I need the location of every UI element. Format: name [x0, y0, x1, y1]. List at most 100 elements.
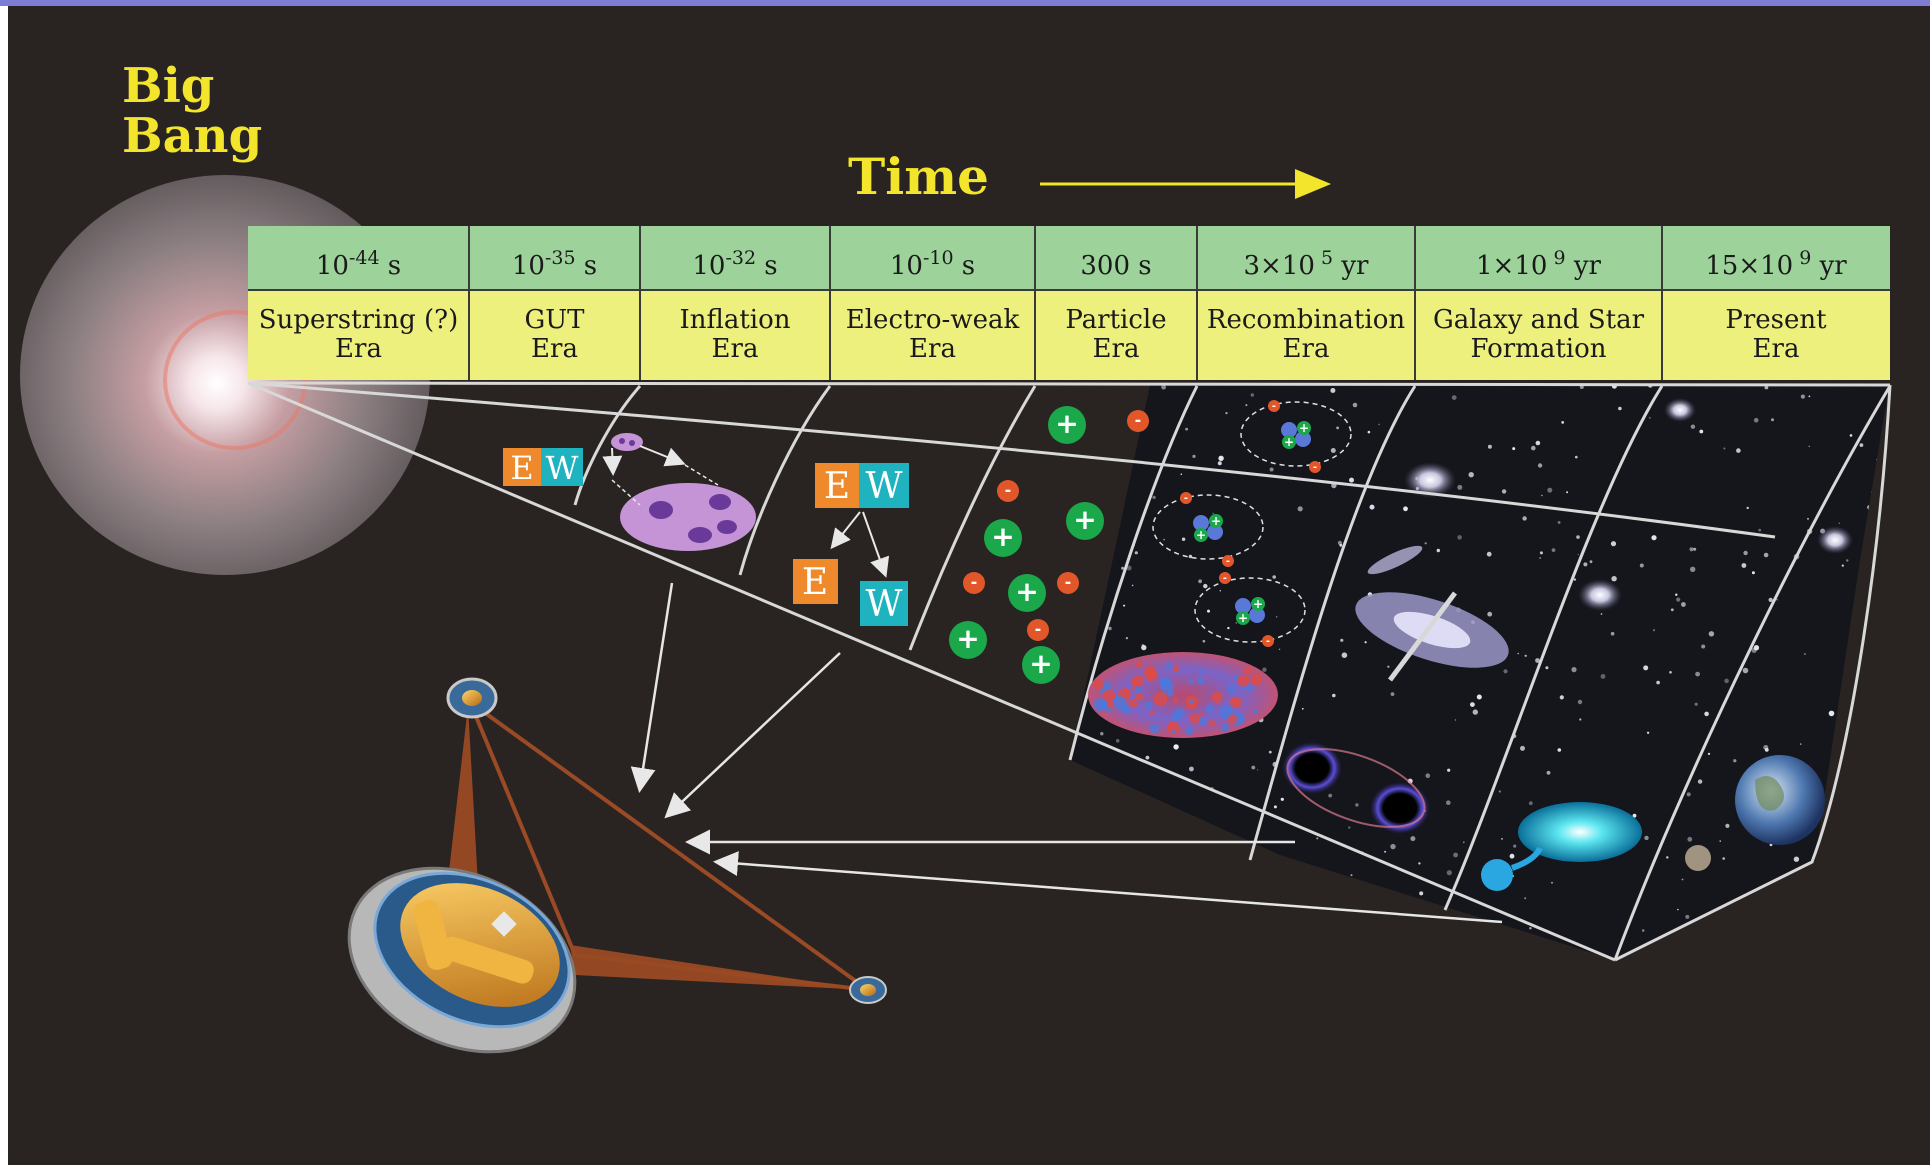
star [1577, 699, 1583, 705]
star [1161, 385, 1166, 390]
star [1546, 770, 1551, 775]
star [1846, 559, 1849, 562]
plus-sign: + [1211, 514, 1221, 528]
cone-top-edge [247, 381, 1891, 387]
star [1651, 535, 1657, 541]
star [1457, 484, 1463, 490]
star [1704, 711, 1709, 717]
era-time-unit: s [576, 251, 598, 281]
star [1575, 455, 1578, 459]
star [1173, 744, 1179, 750]
star [1441, 937, 1443, 939]
era-time-base: 10 [890, 251, 923, 281]
star [1503, 669, 1508, 674]
moon [1685, 845, 1711, 871]
era-time-base: 15×10 [1705, 251, 1793, 281]
star [1541, 494, 1543, 497]
cmb-spot [1130, 679, 1136, 685]
era-time-exponent: 9 [1547, 247, 1565, 269]
star [1189, 766, 1194, 772]
inflation-arrow [602, 447, 623, 476]
star [1699, 429, 1704, 434]
star [1364, 641, 1367, 644]
cmb-spot [1184, 726, 1194, 735]
star [1070, 403, 1073, 406]
inflation-guide [684, 464, 719, 486]
minus-sign: - [1226, 556, 1230, 567]
star [1273, 805, 1277, 809]
star [1387, 665, 1390, 668]
star [1202, 932, 1205, 935]
star [1861, 935, 1866, 940]
star [1861, 783, 1865, 787]
electron: - [1127, 410, 1149, 432]
star [1722, 857, 1725, 860]
star [1882, 820, 1886, 824]
era-time: 10-32 s [692, 247, 777, 281]
small-galaxy [1367, 545, 1423, 575]
proton: + [1048, 406, 1086, 444]
star [1557, 521, 1561, 524]
star [1454, 719, 1456, 721]
era-name-line1: GUT [524, 305, 585, 335]
star [1199, 900, 1202, 903]
minus-sign: - [1135, 411, 1142, 430]
era-name-line2: Era [335, 334, 382, 364]
orbital-electron: - [1262, 635, 1274, 647]
star [1509, 853, 1515, 859]
e-force-label: E [510, 449, 533, 487]
blob-spot [649, 501, 673, 519]
era-time-base: 10 [692, 251, 725, 281]
minus-sign: - [1223, 573, 1227, 584]
atom-nucleus: ++ [1281, 421, 1311, 449]
star [1217, 461, 1222, 466]
minus-sign: - [1035, 620, 1042, 639]
star [1610, 541, 1617, 547]
star [1689, 547, 1694, 552]
cmb-spot [1188, 699, 1194, 704]
time-label: Time [848, 147, 989, 206]
star [1336, 426, 1339, 430]
star [1559, 695, 1564, 700]
cmb-spot [1170, 713, 1179, 721]
era-name-line2: Formation [1470, 334, 1606, 364]
star [1355, 803, 1359, 807]
star [1847, 698, 1852, 703]
star [1736, 448, 1741, 453]
star [1227, 626, 1230, 630]
cone-middle-curve [247, 381, 1776, 539]
star [1535, 658, 1540, 663]
star [1874, 496, 1877, 499]
era-time-base: 10 [316, 251, 349, 281]
cmb-spot [1144, 701, 1153, 710]
star [1170, 837, 1175, 842]
star [1163, 538, 1165, 541]
star [1808, 395, 1811, 398]
era-time-base: 10 [512, 251, 545, 281]
star [1807, 518, 1809, 520]
lisa-arm-beam [448, 706, 478, 885]
mass-transfer-stream [1510, 846, 1543, 871]
star [1419, 891, 1424, 896]
star [1340, 638, 1344, 642]
star [1145, 755, 1150, 760]
star [1723, 447, 1726, 450]
star [1707, 752, 1711, 756]
era-time-unit: s [380, 251, 402, 281]
cmb-fluctuations [1093, 661, 1262, 735]
era-name-line2: Era [1283, 334, 1330, 364]
star [1763, 552, 1769, 558]
star [1446, 800, 1451, 805]
electron: - [1027, 619, 1049, 641]
minus-sign: - [1065, 573, 1072, 592]
star [1316, 938, 1320, 943]
era-name-line2: Era [712, 334, 759, 364]
atom-orbit [1194, 577, 1306, 643]
star [1656, 680, 1660, 685]
era-time-exponent: -10 [923, 247, 954, 269]
star [1486, 551, 1492, 557]
cone-divider-4 [1068, 385, 1199, 761]
lisa-spacecraft-core [860, 984, 876, 996]
electron: - [1057, 572, 1079, 594]
galaxy-cluster [1578, 579, 1622, 611]
